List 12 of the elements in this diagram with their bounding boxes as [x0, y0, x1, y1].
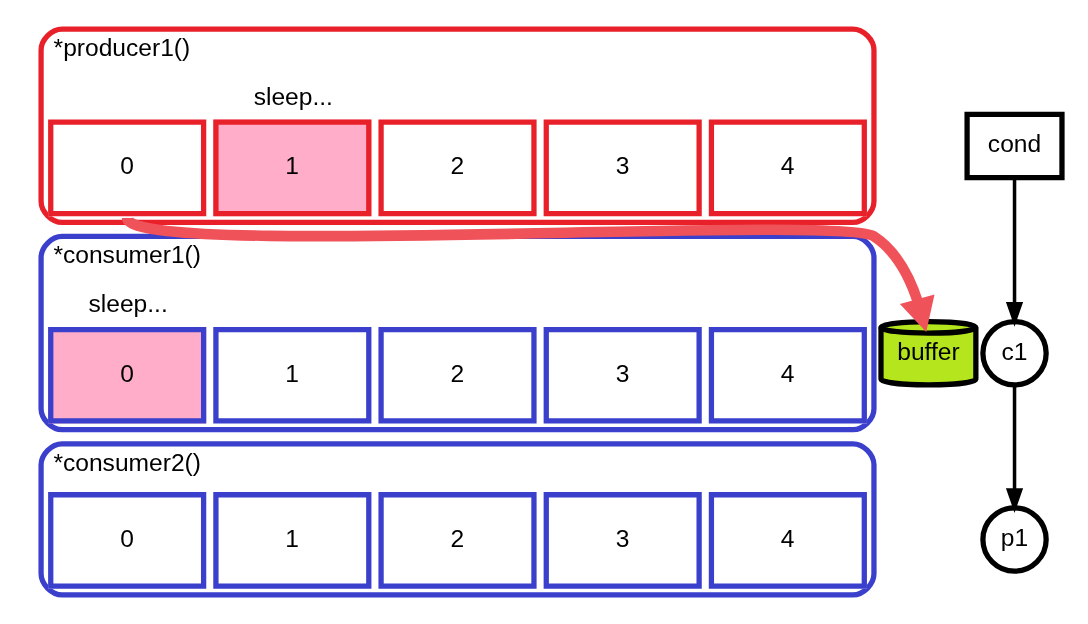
node-label: sleep... [88, 290, 168, 318]
node-text: 0 [119, 524, 134, 552]
node-box: cond [963, 111, 1065, 181]
node-text: 4 [780, 524, 794, 552]
node-label: sleep... [253, 83, 333, 111]
node-circle: c1 [979, 319, 1049, 388]
node-text: 0 [119, 152, 134, 180]
arrow [1005, 385, 1023, 513]
node-text: 4 [780, 359, 794, 387]
node-circle: p1 [979, 505, 1049, 574]
arrow [1005, 177, 1023, 327]
node-text: 4 [780, 152, 794, 180]
